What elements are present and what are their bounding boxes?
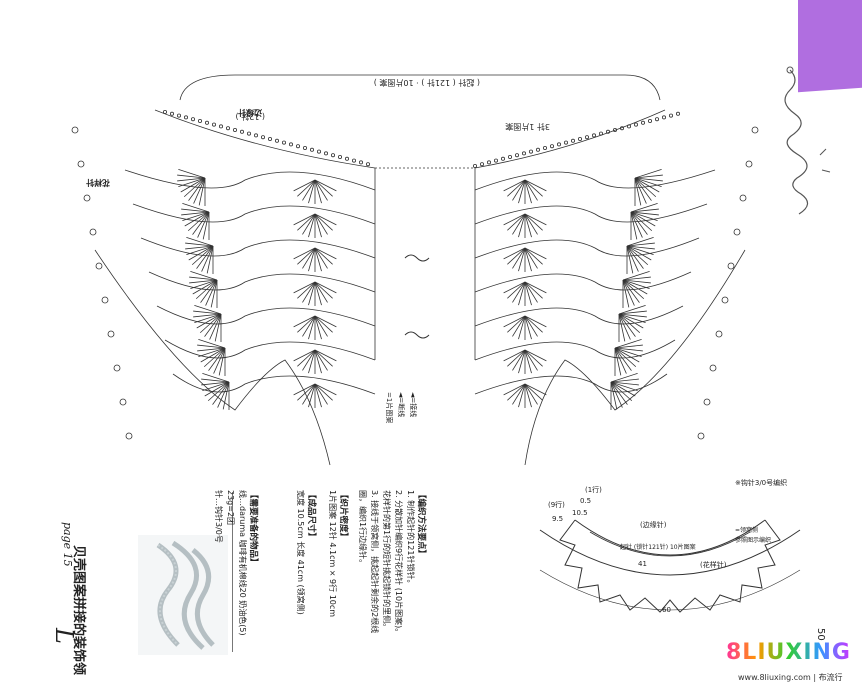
- legend-repeat-text: 1片图案: [385, 397, 393, 424]
- size-header: 【成品尺寸】: [306, 490, 316, 542]
- schematic-label-rows9: (9行): [548, 501, 565, 509]
- legend-attach: ◄=接线: [408, 392, 418, 417]
- schematic-label-edge: (边缘针): [640, 521, 667, 529]
- corner-tab: [798, 0, 862, 84]
- chart-side-label: 花样针: [86, 178, 110, 187]
- needle-sketch-icon: [784, 66, 831, 215]
- step-3b: 圈，编织1行边缘针。: [358, 490, 367, 568]
- size-text: 宽度 10.5cm 长度 41cm (领窝侧): [296, 490, 305, 615]
- schematic-label-41: 41: [638, 560, 647, 568]
- shell-pattern-diagram: [71, 74, 759, 466]
- chart-edge-label-left: 边缘针: [238, 108, 262, 117]
- collar-schematic: [539, 519, 801, 613]
- materials-header: 【需要准备的物品】: [248, 490, 258, 567]
- materials-yarn: 线…daruma 咖啡有机棉线20 奶油色(5): [238, 490, 247, 636]
- section-letter: L: [50, 628, 78, 644]
- instructions-3: 【编织方法要点】 1. 制作起针的121针锁针。 2. 分散加针编织9行花样针 …: [358, 490, 528, 670]
- schematic-label-start: 起针 (锁针121针) 10片图案: [620, 544, 696, 551]
- schematic-note: ※钩针3/0号编织: [735, 479, 788, 487]
- schematic-label-ref: 参照图示编织: [735, 537, 772, 544]
- legend-cut-text: =断线: [397, 397, 405, 418]
- legend-cut: ◄=断线: [396, 392, 406, 417]
- schematic-label-95: 9.5: [552, 515, 564, 523]
- legend-attach-text: =接线: [409, 397, 417, 418]
- step-1: 1. 制作起针的121针锁针。: [406, 490, 415, 588]
- collar-photo: [138, 535, 228, 655]
- materials-hook: 针…钩针3/0号: [214, 490, 223, 543]
- chart-edge-label-right: 3针 1片图案: [505, 122, 550, 131]
- legend-repeat: =1片图案: [384, 392, 394, 423]
- watermark-logo: 8LIUXING: [726, 640, 851, 665]
- materials-weight: 23g=2团: [226, 490, 235, 526]
- chart-top-label: ( 起针 ( 121针 ) · 10片图案 ): [373, 78, 480, 87]
- schematic-label-60: 60: [662, 606, 671, 614]
- watermark-url: www.8liuxing.com: [738, 673, 811, 682]
- divider: [232, 492, 233, 652]
- page-note: page 15: [61, 522, 74, 567]
- schematic-label-neck: =领窝侧: [735, 527, 759, 534]
- page-number: 50: [815, 628, 826, 641]
- gauge-text: 1片图案 12针 4.1cm × 9行 10cm: [328, 490, 337, 618]
- schematic-label-05: 0.5: [580, 497, 592, 505]
- step-3: 3. 接线于领窝侧，挑起起针剩余的2根线: [370, 490, 379, 634]
- watermark-site: www.8liuxing.com | 布流行: [738, 673, 843, 682]
- step-2b: 花样针的第1行的短针挑起锁针的里侧。: [382, 490, 391, 632]
- watermark-tag: 布流行: [818, 673, 843, 682]
- steps-header: 【编织方法要点】: [416, 490, 426, 559]
- gauge-header: 【织片密度】: [338, 490, 348, 542]
- schematic-label-105: 10.5: [572, 509, 588, 517]
- schematic-label-rows1: (1行): [585, 486, 602, 494]
- schematic-label-pattern: (花样针): [700, 561, 727, 569]
- watermark-brand: 8LIUXING: [726, 640, 851, 665]
- chart-legend: ◄=接线 ◄=断线 =1片图案: [384, 392, 424, 442]
- step-2: 2. 分散加针编织9行花样针 (10片图案)。: [394, 490, 403, 637]
